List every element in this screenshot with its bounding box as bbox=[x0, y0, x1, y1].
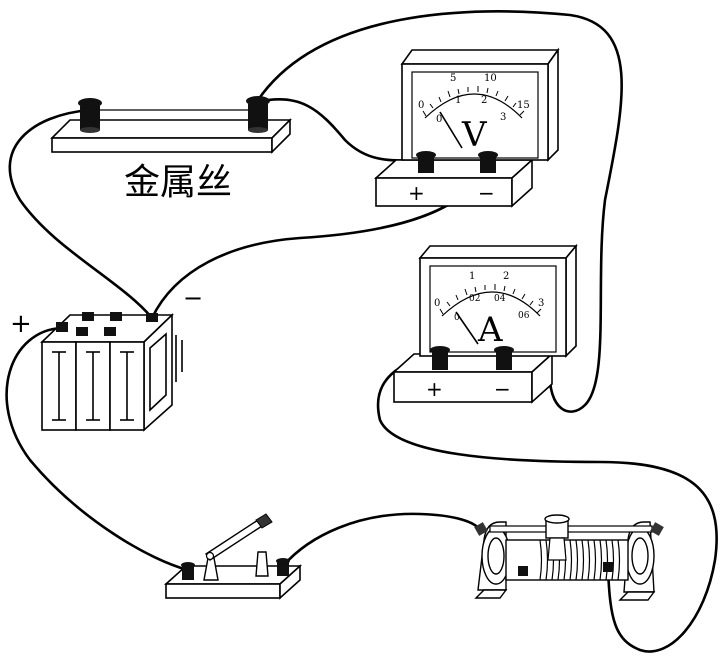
battery-minus-label: − bbox=[183, 284, 203, 312]
voltmeter-lower-tick-0: 0 bbox=[436, 114, 442, 125]
voltmeter-minus-label: − bbox=[478, 181, 495, 205]
battery-plus-label: + bbox=[10, 309, 32, 339]
ammeter-lower-tick-02: 02 bbox=[469, 294, 480, 304]
ammeter-upper-tick-3: 3 bbox=[538, 298, 544, 309]
metal-wire-terminal-left[interactable] bbox=[78, 98, 102, 133]
ammeter-minus-label: − bbox=[494, 377, 511, 401]
rheostat-terminal-b[interactable] bbox=[650, 522, 664, 536]
wire-battery-to-switch bbox=[5, 326, 190, 572]
metal-wire-label: 金属丝 bbox=[124, 162, 232, 203]
battery-terminal-plus[interactable] bbox=[56, 322, 68, 332]
ammeter: 0 1 2 3 0 02 04 06 A + − bbox=[391, 243, 578, 404]
switch-terminal-right[interactable] bbox=[276, 558, 290, 576]
voltmeter-upper-tick-15: 15 bbox=[517, 100, 530, 111]
metal-wire-board bbox=[50, 96, 292, 154]
wire-metal-to-voltmeter bbox=[256, 97, 428, 162]
voltmeter: 0 5 10 15 0 1 2 3 V + − bbox=[373, 47, 560, 208]
battery-pack bbox=[40, 312, 183, 432]
rheostat-terminal-d[interactable] bbox=[603, 562, 613, 572]
ammeter-lower-tick-06: 06 bbox=[518, 311, 530, 321]
voltmeter-lower-tick-3: 3 bbox=[500, 112, 506, 123]
rheostat-left-support bbox=[474, 521, 511, 599]
ammeter-lower-tick-04: 04 bbox=[494, 294, 506, 304]
voltmeter-terminal-minus[interactable] bbox=[478, 151, 498, 173]
voltmeter-terminal-plus[interactable] bbox=[416, 151, 436, 173]
voltmeter-upper-tick-10: 10 bbox=[484, 73, 497, 84]
rheostat-slider[interactable] bbox=[544, 514, 570, 561]
voltmeter-plus-label: + bbox=[408, 181, 425, 205]
wire-ammeter-loop bbox=[376, 353, 718, 653]
voltmeter-lower-tick-1: 1 bbox=[455, 95, 461, 106]
rheostat-rail bbox=[489, 525, 653, 533]
wire-switch-to-rheostat bbox=[281, 512, 482, 568]
metal-wire-terminal-right[interactable] bbox=[246, 96, 270, 133]
battery-terminal-minus[interactable] bbox=[146, 313, 158, 322]
ammeter-symbol: A bbox=[477, 310, 503, 350]
ammeter-terminal-plus[interactable] bbox=[430, 346, 450, 370]
ammeter-upper-tick-0: 0 bbox=[434, 298, 440, 309]
ammeter-terminal-minus[interactable] bbox=[494, 346, 514, 370]
knife-switch[interactable] bbox=[163, 513, 303, 600]
voltmeter-symbol: V bbox=[461, 115, 488, 155]
rheostat bbox=[474, 514, 664, 601]
switch-terminal-left[interactable] bbox=[181, 562, 195, 580]
voltmeter-lower-tick-2: 2 bbox=[481, 95, 487, 106]
rheostat-terminal-c[interactable] bbox=[518, 566, 528, 576]
voltmeter-needle bbox=[439, 111, 463, 149]
wire-top-loop bbox=[256, 10, 623, 413]
ammeter-upper-tick-1: 1 bbox=[469, 271, 475, 282]
ammeter-needle bbox=[455, 311, 479, 345]
wire-left-loop bbox=[8, 108, 154, 320]
voltmeter-upper-tick-5: 5 bbox=[450, 73, 456, 84]
voltmeter-zero-label: 0 bbox=[418, 100, 424, 111]
ammeter-lower-tick-0: 0 bbox=[454, 313, 460, 323]
ammeter-upper-tick-2: 2 bbox=[503, 271, 509, 282]
rheostat-terminal-a[interactable] bbox=[474, 522, 488, 536]
ammeter-plus-label: + bbox=[426, 377, 443, 401]
